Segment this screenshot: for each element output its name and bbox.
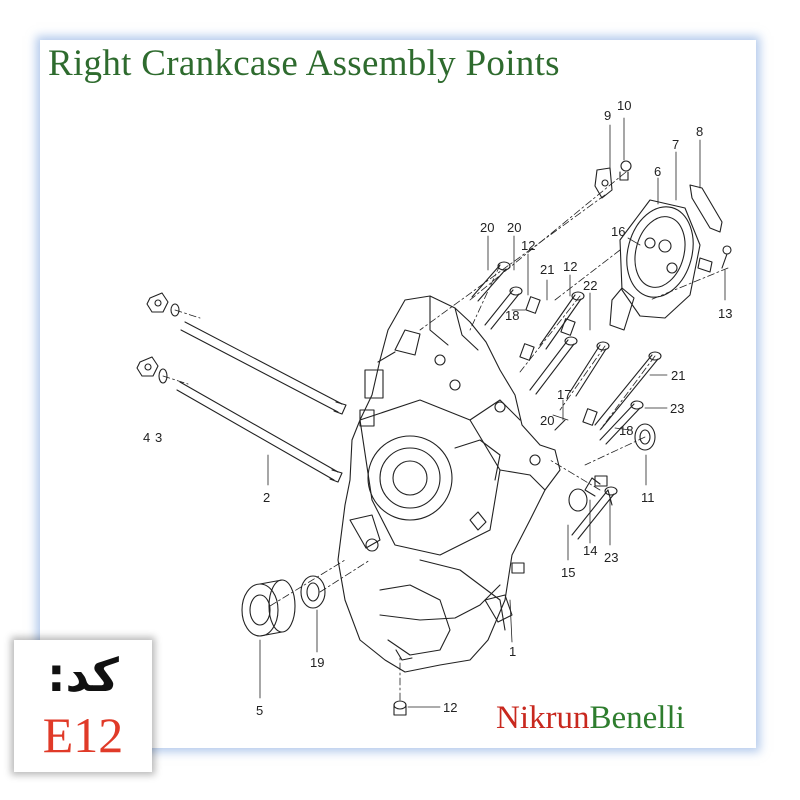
callout-13: 13 (718, 306, 732, 321)
code-label: کد: (47, 648, 119, 702)
callout-10: 10 (617, 98, 631, 113)
callout-12c: 12 (443, 700, 457, 715)
callout-16: 16 (611, 224, 625, 239)
callout-5: 5 (256, 703, 263, 718)
callout-14: 14 (583, 543, 597, 558)
callout-15: 15 (561, 565, 575, 580)
assembly-lines (162, 171, 729, 701)
callout-19: 19 (310, 655, 324, 670)
callout-8: 8 (696, 124, 703, 139)
crankcase-body (337, 295, 561, 673)
brand-logo: NikrunBenelli (496, 700, 685, 737)
product-code-box: کد: E12 (14, 640, 152, 772)
side-cover (619, 184, 723, 319)
long-studs (176, 321, 347, 483)
callout-22: 22 (583, 278, 597, 293)
callout-labels: 9 10 8 7 6 16 13 20 20 12 21 12 22 18 21… (143, 98, 732, 718)
bolts (393, 261, 662, 716)
callout-23a: 23 (670, 401, 684, 416)
callout-20b: 20 (507, 220, 521, 235)
callout-20a: 20 (480, 220, 494, 235)
callout-4: 4 (143, 430, 150, 445)
callout-1: 1 (509, 644, 516, 659)
callout-23b: 23 (604, 550, 618, 565)
callout-6: 6 (654, 164, 661, 179)
callout-21b: 21 (671, 368, 685, 383)
bearings (241, 575, 326, 637)
callout-21a: 21 (540, 262, 554, 277)
leader-lines (259, 117, 726, 708)
callout-20c: 20 (540, 413, 554, 428)
code-value: E12 (42, 707, 124, 763)
callout-9: 9 (604, 108, 611, 123)
nuts-washers (136, 292, 180, 384)
callout-18b: 18 (619, 423, 633, 438)
callout-18a: 18 (505, 308, 519, 323)
page-title: Right Crankcase Assembly Points (48, 43, 560, 84)
brand-part1: Nikrun (496, 700, 590, 736)
small-brackets (594, 160, 732, 269)
callout-12a: 12 (521, 238, 535, 253)
callout-7: 7 (672, 137, 679, 152)
callout-2: 2 (263, 490, 270, 505)
brand-part2: Benelli (589, 700, 685, 736)
callout-11: 11 (641, 490, 655, 505)
callout-17: 17 (557, 387, 571, 402)
diagram-frame (40, 40, 756, 748)
callout-12b: 12 (563, 259, 577, 274)
callout-3: 3 (155, 430, 162, 445)
